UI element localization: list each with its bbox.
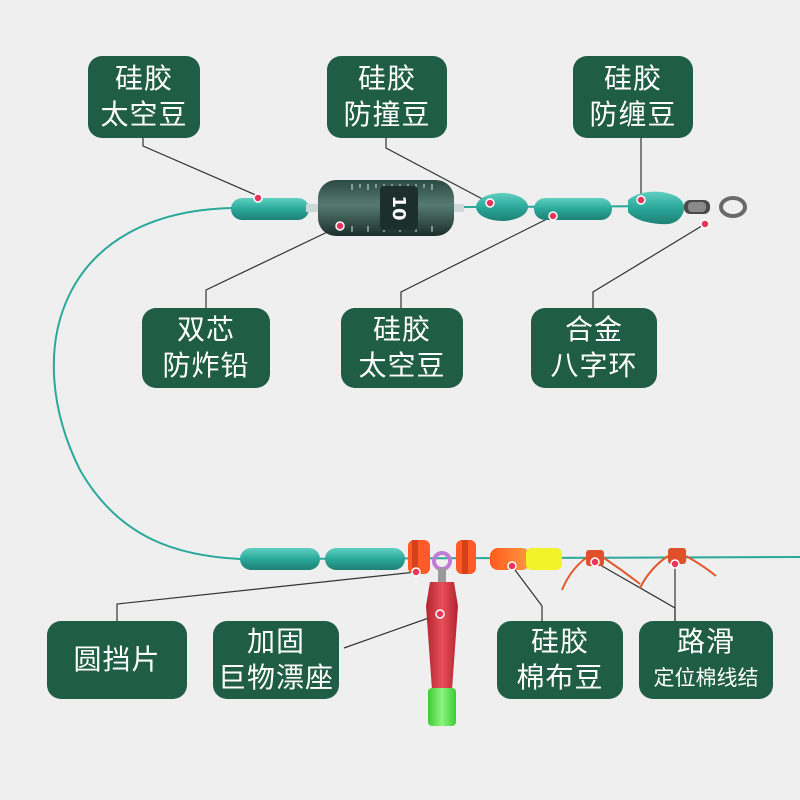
label-line-2: 防撞豆 <box>343 98 431 131</box>
round-stopper-left <box>408 540 430 574</box>
label-bot-1: 圆挡片 <box>47 621 187 699</box>
marker-top-left <box>253 193 263 203</box>
label-mid-mid: 硅胶 太空豆 <box>341 308 463 388</box>
round-stopper-right <box>456 540 476 574</box>
label-bot-3: 硅胶 棉布豆 <box>497 621 623 699</box>
anti-collision-bean <box>476 193 528 221</box>
leader-bot-4a <box>594 561 676 621</box>
label-line-1: 硅胶 <box>114 62 173 95</box>
space-bean-top-left <box>231 198 309 220</box>
marker-bot-2 <box>435 609 445 619</box>
marker-mid-left <box>335 221 345 231</box>
space-bean-top-right <box>534 198 612 220</box>
label-line-2: 太空豆 <box>358 349 446 382</box>
leader-bot-1 <box>116 571 417 621</box>
marker-mid-right <box>700 219 710 229</box>
label-mid-right: 合金 八字环 <box>531 308 657 388</box>
marker-top-right <box>636 195 646 205</box>
leader-bot-2 <box>343 613 441 649</box>
cotton-bean-orange <box>490 548 530 570</box>
label-line-1: 圆挡片 <box>73 643 161 676</box>
cotton-knot-2 <box>639 548 717 589</box>
label-line-1: 路滑 <box>676 625 735 658</box>
label-line-1: 双芯 <box>176 313 235 346</box>
sinker-number: 10 <box>388 195 409 220</box>
label-line-2: 防缠豆 <box>589 98 677 131</box>
label-line-2: 巨物漂座 <box>217 661 334 694</box>
marker-bot-3 <box>507 561 517 571</box>
alloy-swivel <box>684 196 747 218</box>
marker-bot-4b <box>670 559 680 569</box>
label-line-1: 硅胶 <box>357 62 416 95</box>
label-line-2: 定位棉线结 <box>653 666 759 690</box>
label-mid-left: 双芯 防炸铅 <box>142 308 270 388</box>
label-line-2: 八字环 <box>550 349 638 382</box>
leader-top-left <box>142 136 259 197</box>
marker-bot-4a <box>590 557 600 567</box>
leader-top-mid <box>385 136 491 204</box>
main-line <box>52 207 800 561</box>
label-line-1: 硅胶 <box>530 625 589 658</box>
label-line-1: 合金 <box>564 313 623 346</box>
label-bot-4: 路滑 定位棉线结 <box>639 621 773 699</box>
label-bot-2: 加固 巨物漂座 <box>213 621 339 699</box>
marker-top-mid <box>485 198 495 208</box>
label-line-2: 防炸铅 <box>162 349 250 382</box>
space-bean-bottom-1 <box>240 548 320 570</box>
label-top-mid: 硅胶 防撞豆 <box>327 56 447 138</box>
leader-mid-mid <box>400 215 554 308</box>
cotton-knot-1 <box>561 550 641 591</box>
label-top-left: 硅胶 太空豆 <box>88 56 200 138</box>
label-line-1: 硅胶 <box>372 313 431 346</box>
anti-tangle-bean <box>628 191 685 225</box>
label-line-2: 太空豆 <box>100 98 188 131</box>
label-line-1: 加固 <box>246 625 305 658</box>
markers <box>253 193 710 619</box>
cotton-bean-yellow <box>526 548 562 570</box>
dual-core-sinker: 10 <box>306 180 464 236</box>
leader-mid-right <box>592 223 706 308</box>
label-top-right: 硅胶 防缠豆 <box>573 56 693 138</box>
space-bean-bottom-2 <box>325 548 405 570</box>
label-line-2: 棉布豆 <box>516 661 604 694</box>
marker-bot-1 <box>411 567 421 577</box>
label-line-1: 硅胶 <box>603 62 662 95</box>
float-seat <box>426 551 458 726</box>
leader-bot-3 <box>511 565 543 621</box>
marker-mid-mid <box>548 211 558 221</box>
leader-mid-left <box>205 225 341 308</box>
